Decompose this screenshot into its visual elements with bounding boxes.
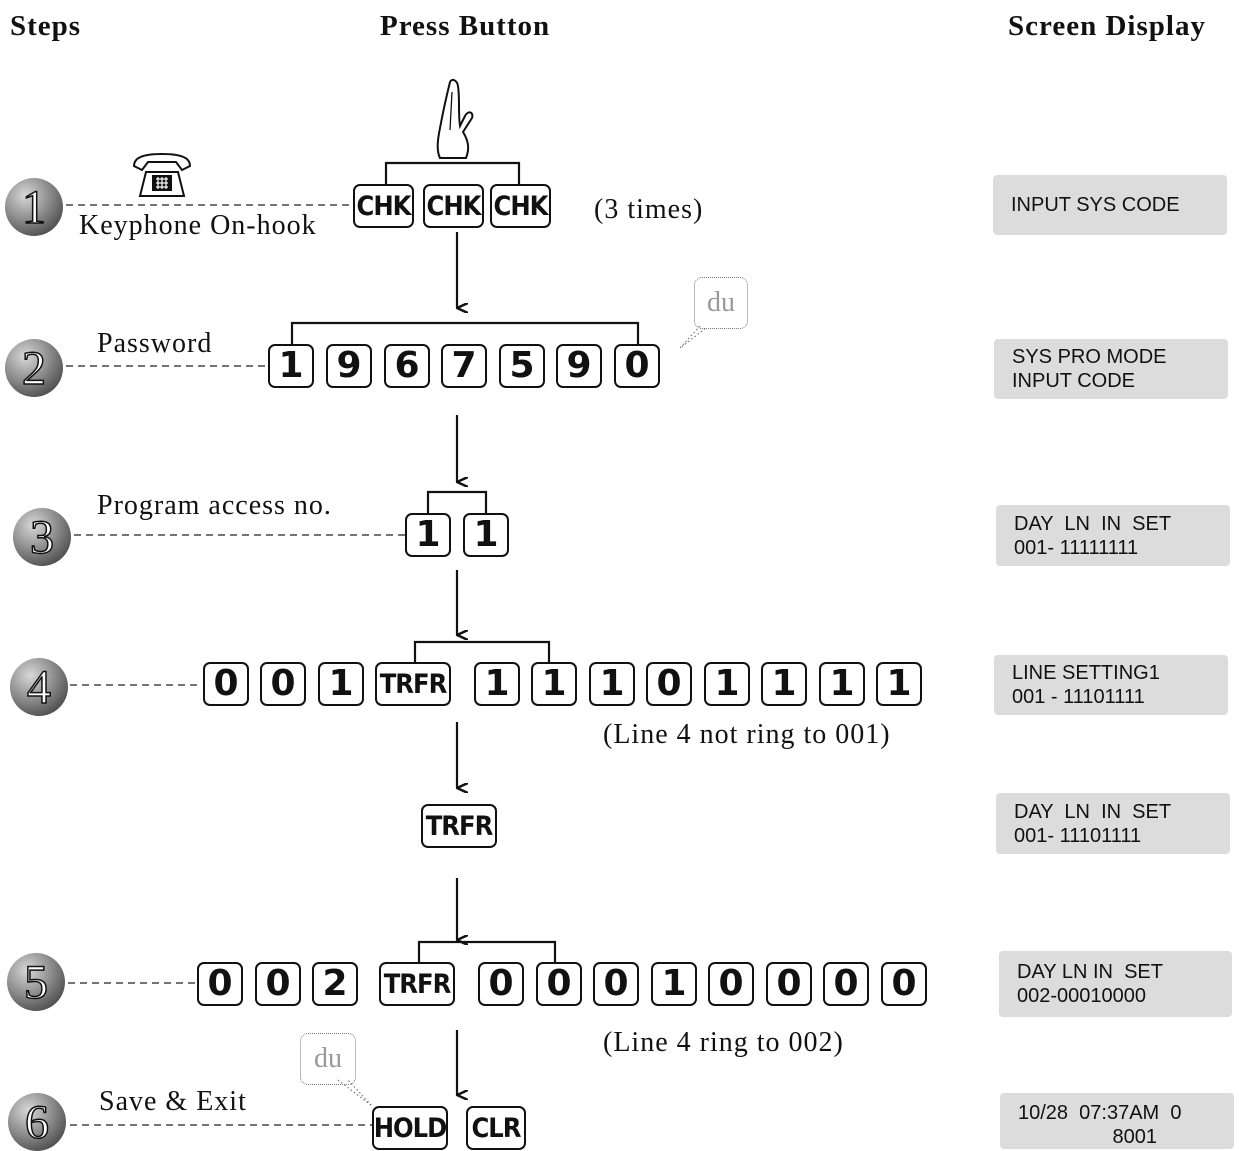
digit-key[interactable]: 1 [651,962,697,1006]
header-press-button: Press Button [380,10,551,42]
digit-key[interactable]: 2 [312,962,358,1006]
digit-key[interactable]: 0 [614,344,660,388]
trfr-key[interactable]: TRFR [375,662,451,706]
header-steps: Steps [10,10,82,42]
digit-key[interactable]: 6 [384,344,430,388]
step-5-badge: 5 [7,953,65,1011]
digit-key[interactable]: 0 [203,662,249,706]
digit-key[interactable]: 0 [823,962,869,1006]
step-4-note: (Line 4 not ring to 001) [603,719,891,750]
digit-key[interactable]: 1 [531,662,577,706]
step-2-badge: 2 [5,339,63,397]
step-4-badge: 4 [10,658,68,716]
digit-key[interactable]: 0 [766,962,812,1006]
digit-key[interactable]: 1 [704,662,750,706]
step-3-badge: 3 [13,508,71,566]
digit-key[interactable]: 9 [326,344,372,388]
digit-key[interactable]: 0 [536,962,582,1006]
telephone-icon [132,152,192,197]
digit-key[interactable]: 0 [881,962,927,1006]
screen-display-3: DAY LN IN SET 001- 11111111 [996,505,1230,566]
clr-key[interactable]: CLR [466,1106,526,1150]
digit-key[interactable]: 0 [593,962,639,1006]
chk-key[interactable]: CHK [423,184,484,228]
digit-key[interactable]: 1 [463,513,509,557]
hand-pointer-icon [436,78,474,159]
digit-key[interactable]: 7 [441,344,487,388]
chk-key[interactable]: CHK [353,184,414,228]
digit-key[interactable]: 1 [268,344,314,388]
screen-display-2: SYS PRO MODE INPUT CODE [994,339,1228,399]
speech-bubble: du [694,277,748,329]
digit-key[interactable]: 0 [255,962,301,1006]
digit-key[interactable]: 1 [819,662,865,706]
screen-display-5: DAY LN IN SET 001- 11101111 [996,793,1230,854]
screen-display-7: 10/28 07:37AM 0 8001 [1000,1093,1234,1149]
digit-key[interactable]: 0 [708,962,754,1006]
digit-key[interactable]: 0 [197,962,243,1006]
trfr-key[interactable]: TRFR [421,804,497,848]
digit-key[interactable]: 1 [474,662,520,706]
digit-key[interactable]: 0 [260,662,306,706]
step-1-note: (3 times) [594,194,704,225]
digit-key[interactable]: 1 [876,662,922,706]
step-3-label: Program access no. [97,490,332,521]
step-6-badge: 6 [8,1093,66,1151]
digit-key[interactable]: 1 [589,662,635,706]
digit-key[interactable]: 1 [761,662,807,706]
digit-key[interactable]: 9 [556,344,602,388]
step-1-label: Keyphone On-hook [79,210,317,241]
screen-display-4: LINE SETTING1 001 - 11101111 [994,655,1228,715]
step-6-label: Save & Exit [99,1086,247,1117]
step-5-note: (Line 4 ring to 002) [603,1027,844,1058]
digit-key[interactable]: 1 [318,662,364,706]
trfr-key[interactable]: TRFR [379,962,455,1006]
speech-bubble: du [300,1033,356,1085]
screen-display-1: INPUT SYS CODE [993,175,1227,235]
step-2-label: Password [97,328,213,359]
digit-key[interactable]: 0 [478,962,524,1006]
digit-key[interactable]: 0 [646,662,692,706]
digit-key[interactable]: 1 [405,513,451,557]
screen-display-6: DAY LN IN SET 002-00010000 [999,951,1232,1017]
step-1-badge: 1 [5,178,63,236]
digit-key[interactable]: 5 [499,344,545,388]
header-screen-display: Screen Display [1008,10,1206,42]
hold-key[interactable]: HOLD [372,1106,448,1150]
chk-key[interactable]: CHK [490,184,551,228]
